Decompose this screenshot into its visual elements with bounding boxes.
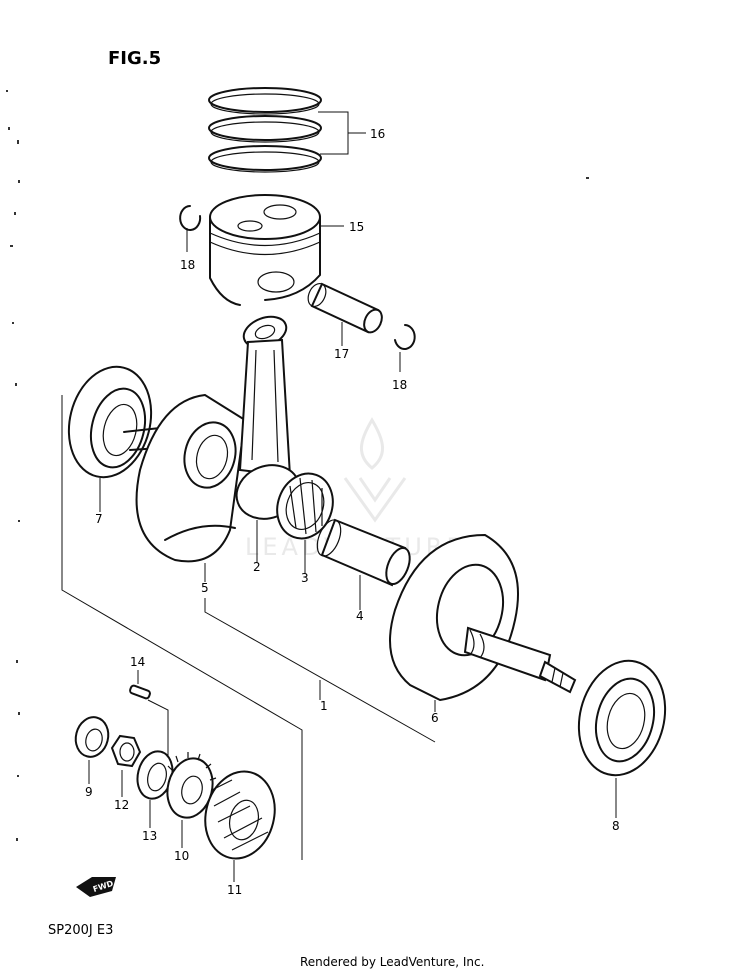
oil-seal	[74, 716, 110, 784]
nut	[110, 734, 142, 797]
callout-3: 3	[301, 571, 309, 585]
model-code: SP200J E3	[48, 923, 113, 938]
circlip-left	[179, 205, 202, 252]
callout-10: 10	[174, 849, 189, 863]
piston-pin	[307, 282, 383, 346]
left-crank-web	[135, 393, 247, 582]
crankshaft-assembly-bracket	[61, 395, 436, 860]
callout-18-left: 18	[180, 258, 195, 272]
callout-5: 5	[201, 581, 209, 595]
figure-label: FIG.5	[108, 48, 161, 69]
key	[129, 670, 169, 760]
circlip-right	[394, 324, 416, 372]
callout-6: 6	[431, 711, 439, 725]
callout-15: 15	[349, 220, 364, 234]
piston	[209, 194, 344, 306]
callout-2: 2	[253, 560, 261, 574]
right-bearing	[577, 659, 667, 818]
callout-16: 16	[370, 127, 385, 141]
callout-12: 12	[114, 798, 129, 812]
callout-8: 8	[612, 819, 620, 833]
callout-14: 14	[130, 655, 145, 669]
callout-11: 11	[227, 883, 242, 897]
callout-labels: 1 2 3 4 5 6 7 8 9 10 11 12 13 14 15 16 1…	[85, 127, 620, 897]
right-crank-web	[389, 533, 577, 712]
callout-9: 9	[85, 785, 93, 799]
drive-gear	[204, 770, 276, 882]
callout-4: 4	[356, 609, 364, 623]
callout-13: 13	[142, 829, 157, 843]
callout-17: 17	[334, 347, 349, 361]
crank-pin	[316, 518, 411, 610]
margin-specks	[6, 90, 589, 841]
left-bearing	[67, 365, 161, 512]
gear	[166, 752, 217, 848]
piston-ring-set	[208, 87, 366, 173]
render-credit: Rendered by LeadVenture, Inc.	[300, 955, 484, 969]
needle-bearing	[276, 472, 334, 573]
callout-1: 1	[320, 699, 328, 713]
forward-arrow-badge: FWD	[76, 877, 116, 897]
callout-18-right: 18	[392, 378, 407, 392]
callout-7: 7	[95, 512, 103, 526]
